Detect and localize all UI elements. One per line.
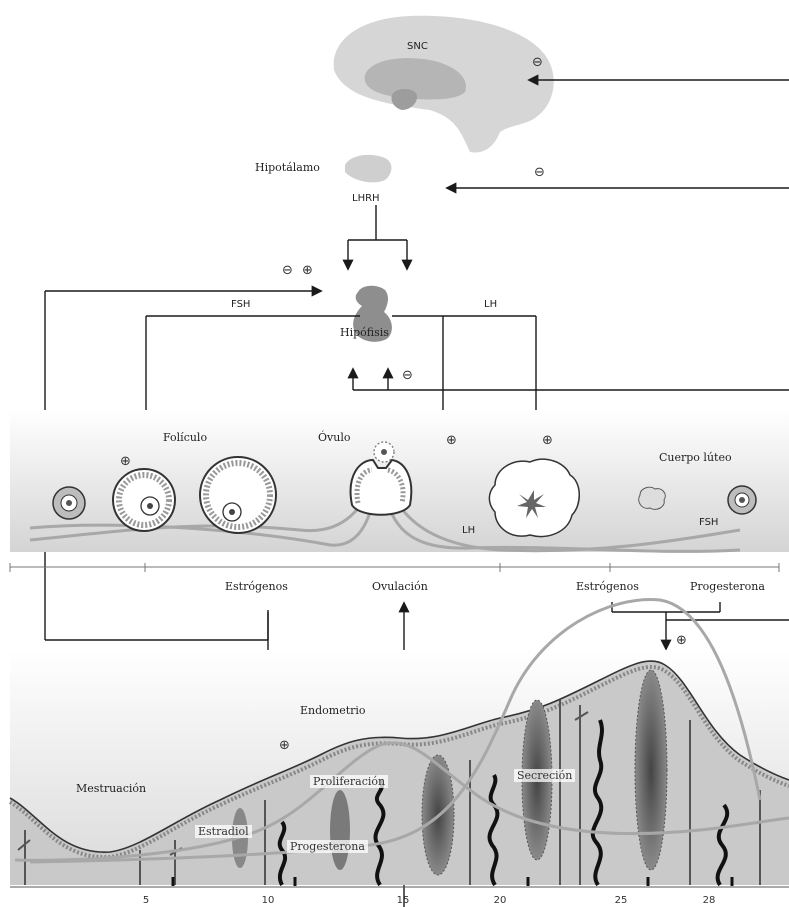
fsh-top-label: FSH bbox=[231, 300, 250, 310]
estrogen-positive-icon: ⊕ bbox=[279, 739, 290, 752]
ovulation-label: Ovulación bbox=[372, 581, 428, 592]
pituitary-positive-feedback-icon: ⊕ bbox=[302, 264, 313, 277]
follicle-positive-icon: ⊕ bbox=[120, 455, 131, 468]
brain-illustration bbox=[334, 16, 554, 153]
ovum-label: Óvulo bbox=[318, 432, 350, 443]
pituitary-negative-feedback-icon: ⊖ bbox=[282, 264, 293, 277]
snc-label: SNC bbox=[407, 42, 428, 52]
pituitary-label: Hipófisis bbox=[340, 327, 389, 338]
progesterone-positive-icon: ⊕ bbox=[676, 634, 687, 647]
secretion-label: Secreción bbox=[514, 769, 575, 782]
proliferation-label: Proliferación bbox=[310, 775, 388, 788]
lh-curve-label: LH bbox=[462, 526, 475, 536]
hypothalamus-illustration bbox=[345, 155, 391, 183]
menstruation-label: Mestruación bbox=[76, 783, 146, 794]
snc-negative-feedback-icon: ⊖ bbox=[532, 56, 543, 69]
day-tick-25: 25 bbox=[615, 896, 628, 906]
fsh-curve-label: FSH bbox=[699, 518, 718, 528]
estrogens-right-label: Estrógenos bbox=[576, 581, 639, 592]
day-tick-5: 5 bbox=[143, 896, 149, 906]
day-tick-20: 20 bbox=[494, 896, 507, 906]
ovum-positive-icon: ⊕ bbox=[446, 434, 457, 447]
follicle-label: Folículo bbox=[163, 432, 207, 443]
endometrium-label: Endometrio bbox=[300, 705, 366, 716]
day-tick-28: 28 bbox=[703, 896, 716, 906]
corpus-luteum-positive-icon: ⊕ bbox=[542, 434, 553, 447]
estradiol-label: Estradiol bbox=[195, 825, 252, 838]
pituitary-lower-negative-icon: ⊖ bbox=[402, 369, 413, 382]
corpus-luteum-label: Cuerpo lúteo bbox=[659, 452, 732, 463]
progesterone-top-label: Progesterona bbox=[690, 581, 765, 592]
lh-top-label: LH bbox=[484, 300, 497, 310]
estrogens-left-label: Estrógenos bbox=[225, 581, 288, 592]
day-tick-10: 10 bbox=[262, 896, 275, 906]
cycle-axis bbox=[10, 563, 779, 572]
day-tick-15: 15 bbox=[397, 896, 410, 906]
progesterone-curve-label: Progesterona bbox=[287, 840, 368, 853]
hypothalamus-negative-feedback-icon: ⊖ bbox=[534, 166, 545, 179]
hypothalamus-label: Hipotálamo bbox=[255, 162, 320, 173]
lhrh-label: LHRH bbox=[352, 194, 380, 204]
